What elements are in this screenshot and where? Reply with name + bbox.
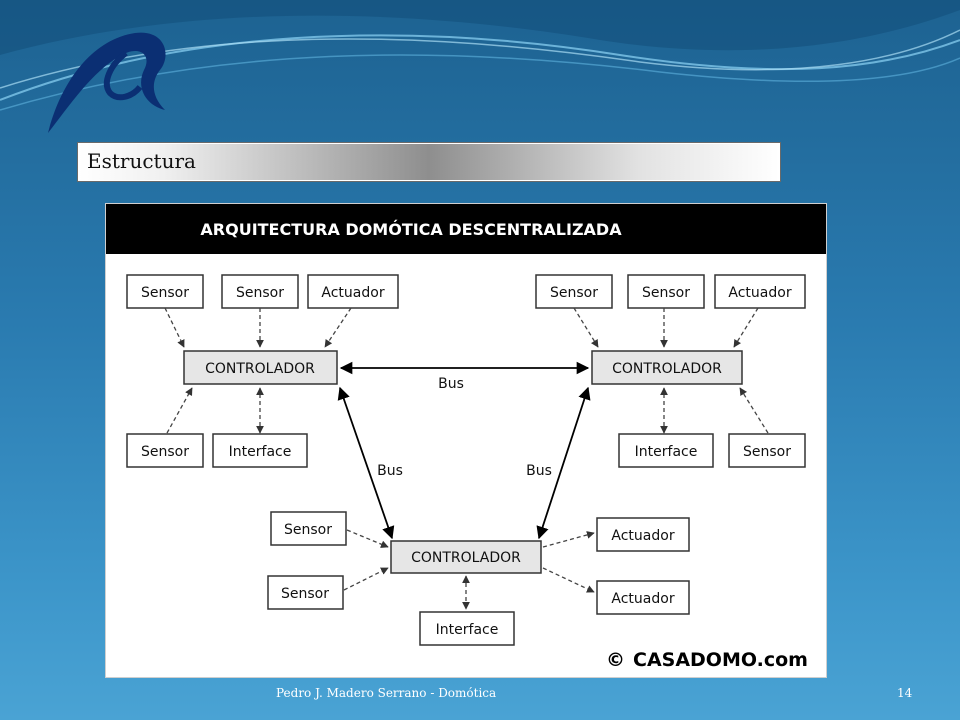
bottom-actuator-1: Actuador bbox=[596, 517, 690, 552]
diagram-title-bar bbox=[106, 204, 826, 254]
left-actuator: Actuador bbox=[307, 274, 399, 309]
right-sensor-2: Sensor bbox=[627, 274, 705, 309]
bottom-actuator-1-label: Actuador bbox=[611, 528, 674, 544]
bus-label-top: Bus bbox=[438, 376, 464, 392]
right-actuator: Actuador bbox=[714, 274, 806, 309]
left-controller-label: CONTROLADOR bbox=[205, 361, 315, 377]
left-cluster-links bbox=[164, 307, 352, 434]
right-interface-label: Interface bbox=[635, 444, 698, 460]
left-sensor-2-label: Sensor bbox=[236, 285, 284, 301]
left-sensor-1: Sensor bbox=[126, 274, 204, 309]
bottom-interface: Interface bbox=[419, 611, 515, 646]
bottom-controller: CONTROLADOR bbox=[390, 540, 542, 574]
left-sensor-3: Sensor bbox=[126, 433, 204, 468]
copyright-text: CASADOMO.com bbox=[633, 649, 808, 671]
bottom-actuator-2-label: Actuador bbox=[611, 591, 674, 607]
left-controller: CONTROLADOR bbox=[183, 350, 338, 385]
right-sensor-3-label: Sensor bbox=[743, 444, 791, 460]
bottom-sensor-1-label: Sensor bbox=[284, 522, 332, 538]
right-controller: CONTROLADOR bbox=[591, 350, 743, 385]
bus-label-right: Bus bbox=[526, 463, 552, 479]
bus-label-left: Bus bbox=[377, 463, 403, 479]
bottom-interface-label: Interface bbox=[436, 622, 499, 638]
footer-author: Pedro J. Madero Serrano - Domótica bbox=[276, 686, 497, 700]
left-sensor-2: Sensor bbox=[221, 274, 299, 309]
diagram-title: ARQUITECTURA DOMÓTICA DESCENTRALIZADA bbox=[200, 220, 622, 239]
logo-icon bbox=[48, 32, 166, 133]
left-interface: Interface bbox=[212, 433, 308, 468]
bus-links bbox=[337, 361, 591, 540]
right-controller-label: CONTROLADOR bbox=[612, 361, 722, 377]
left-interface-label: Interface bbox=[229, 444, 292, 460]
section-title-bar: Estructura bbox=[78, 143, 780, 181]
right-cluster-links bbox=[573, 307, 769, 434]
right-sensor-1: Sensor bbox=[535, 274, 613, 309]
copyright-symbol: © bbox=[606, 649, 625, 671]
right-sensor-3: Sensor bbox=[728, 433, 806, 468]
bottom-sensor-1: Sensor bbox=[270, 511, 347, 546]
architecture-diagram: ARQUITECTURA DOMÓTICA DESCENTRALIZADA Se… bbox=[105, 203, 827, 678]
right-sensor-2-label: Sensor bbox=[642, 285, 690, 301]
left-sensor-3-label: Sensor bbox=[141, 444, 189, 460]
page-number: 14 bbox=[897, 686, 913, 700]
bottom-actuator-2: Actuador bbox=[596, 580, 690, 615]
right-interface: Interface bbox=[618, 433, 714, 468]
left-sensor-1-label: Sensor bbox=[141, 285, 189, 301]
right-actuator-label: Actuador bbox=[728, 285, 791, 301]
section-title: Estructura bbox=[87, 149, 196, 173]
bottom-controller-label: CONTROLADOR bbox=[411, 550, 521, 566]
right-sensor-1-label: Sensor bbox=[550, 285, 598, 301]
left-actuator-label: Actuador bbox=[321, 285, 384, 301]
bottom-sensor-2: Sensor bbox=[267, 575, 344, 610]
bottom-sensor-2-label: Sensor bbox=[281, 586, 329, 602]
